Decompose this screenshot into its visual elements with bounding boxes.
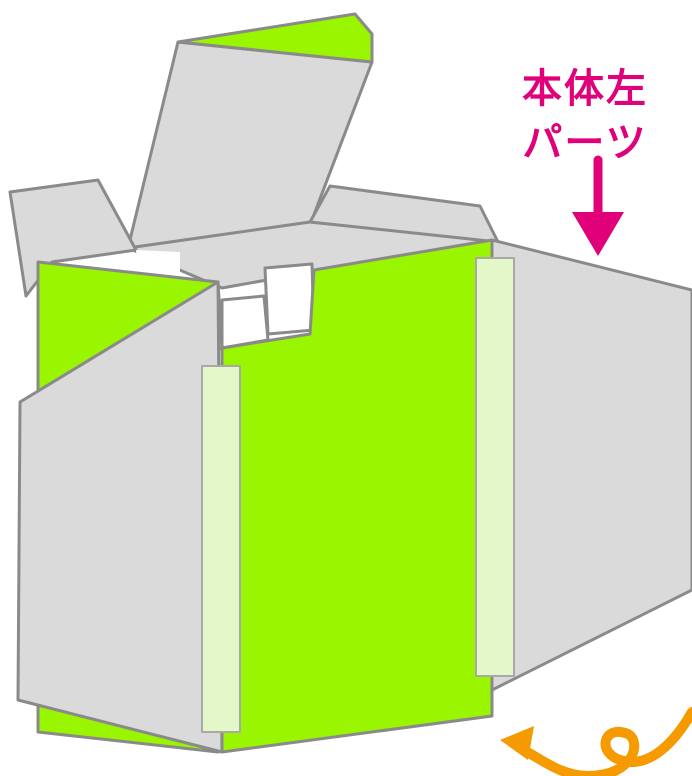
part-label: 本体左 パーツ: [500, 62, 670, 170]
inner-tab-square: [263, 262, 316, 336]
inner-gap-center: [220, 294, 270, 350]
down-arrow-icon: [572, 155, 624, 256]
glue-tape-right: [475, 257, 515, 677]
left-front-flap: [16, 280, 224, 754]
top-lid-tuck-flap: [176, 12, 374, 64]
glue-tape-left: [201, 365, 241, 733]
part-label-line1: 本体左: [522, 66, 648, 112]
inner-gap-left: [136, 250, 180, 280]
right-side-panel: [490, 238, 692, 692]
part-label-line2: パーツ: [522, 120, 648, 166]
curved-arrow-icon: [500, 707, 692, 776]
back-dust-flap: [308, 184, 500, 244]
